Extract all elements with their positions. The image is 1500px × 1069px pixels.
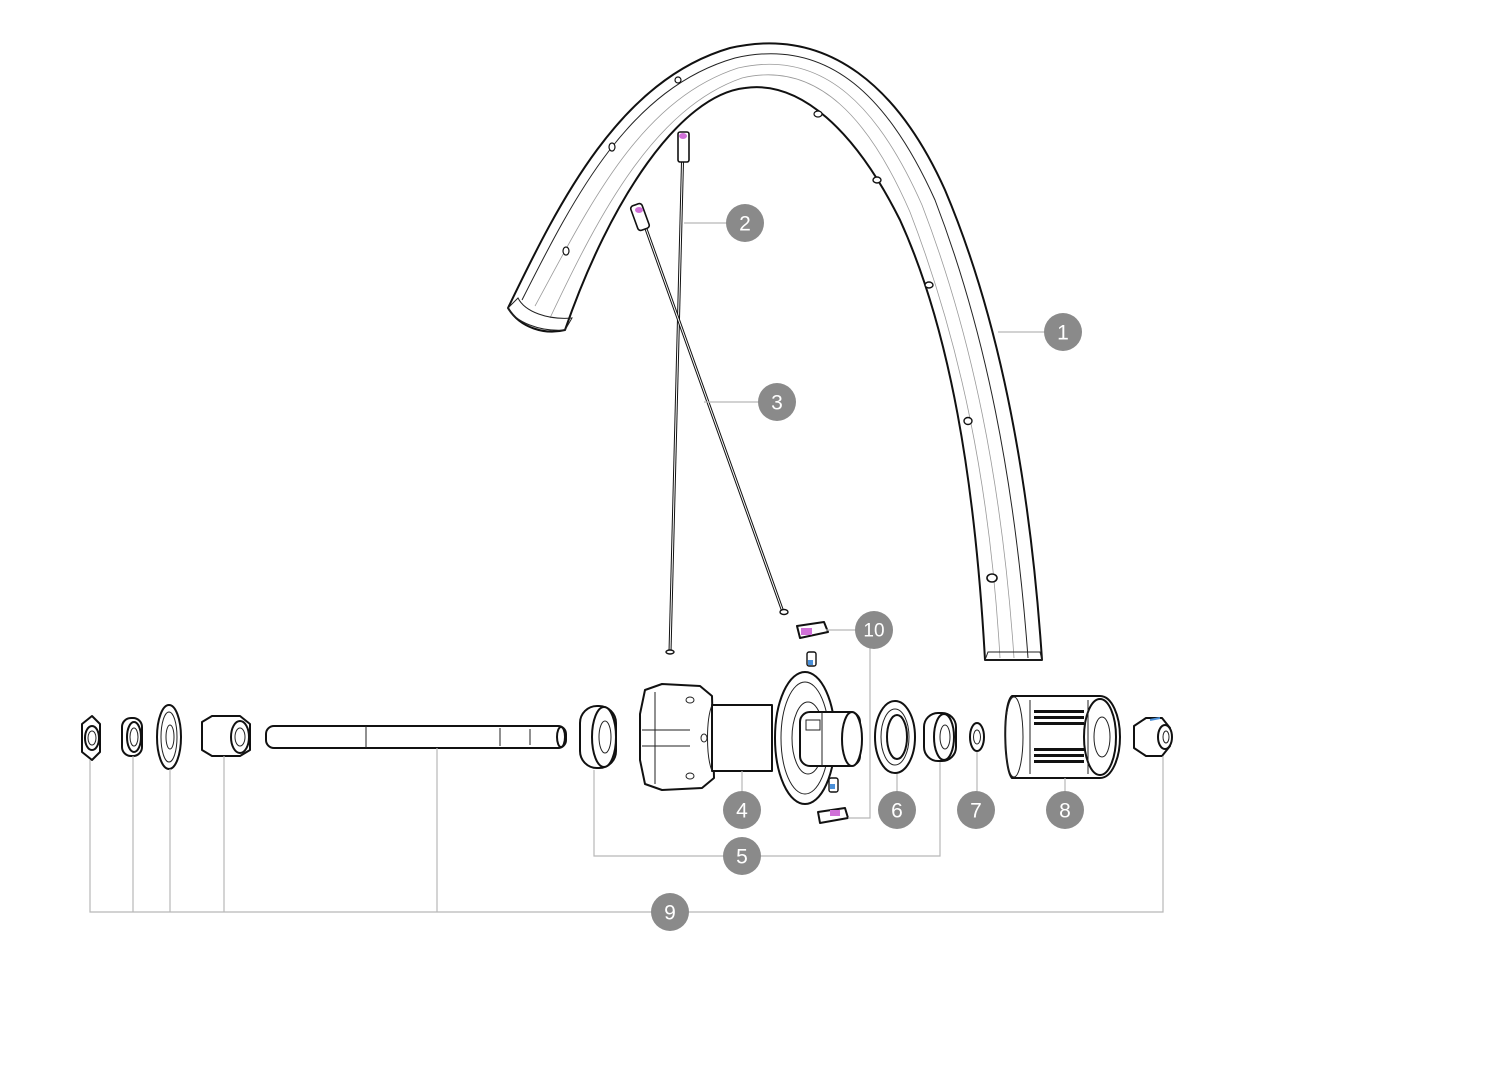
axle-end-cap-right [1133, 717, 1173, 757]
freehub-body [1004, 695, 1121, 779]
leader-lines [89, 222, 1164, 913]
svg-text:8: 8 [1059, 800, 1071, 823]
washer [969, 722, 985, 752]
spoke-straight [665, 131, 690, 655]
svg-text:3: 3 [771, 392, 783, 415]
svg-text:10: 10 [863, 621, 884, 642]
callout-5[interactable]: 5 [723, 837, 761, 875]
bearing-right [923, 712, 957, 762]
callout-8[interactable]: 8 [1046, 791, 1084, 829]
dust-cap-left [156, 704, 182, 770]
rim [507, 42, 1043, 661]
seal [874, 700, 916, 774]
callout-6[interactable]: 6 [878, 791, 916, 829]
spacer-ring-left [121, 717, 143, 757]
end-cap-left [201, 715, 251, 757]
callout-7[interactable]: 7 [957, 791, 995, 829]
bearing-left [579, 705, 617, 769]
callout-9[interactable]: 9 [651, 893, 689, 931]
svg-text:1: 1 [1057, 322, 1069, 345]
hub-body [639, 671, 863, 805]
spoke-diagonal [629, 202, 789, 616]
callout-10[interactable]: 10 [855, 611, 893, 649]
svg-text:9: 9 [664, 902, 676, 925]
callout-4[interactable]: 4 [723, 791, 761, 829]
axle [265, 725, 567, 749]
callout-2[interactable]: 2 [726, 204, 764, 242]
svg-text:7: 7 [970, 800, 982, 823]
callout-3[interactable]: 3 [758, 383, 796, 421]
svg-text:6: 6 [891, 800, 903, 823]
axle-nut-left [81, 715, 101, 761]
svg-text:2: 2 [739, 213, 751, 236]
callout-1[interactable]: 1 [1044, 313, 1082, 351]
pawls [796, 621, 849, 824]
svg-text:4: 4 [736, 800, 748, 823]
svg-text:5: 5 [736, 846, 748, 869]
